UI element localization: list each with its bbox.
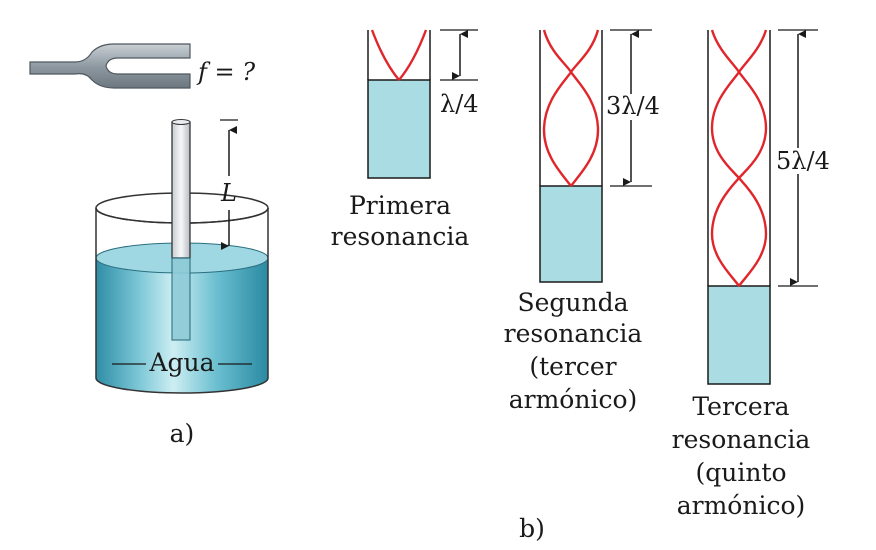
caption-line: (tercer <box>529 352 616 381</box>
tube-second-resonance: 3λ/4 Segunda resonancia (tercer armónico… <box>504 29 666 414</box>
water-label: Agua <box>148 348 214 377</box>
water-column <box>367 79 431 179</box>
caption-line: resonancia <box>331 222 470 251</box>
caption-line: resonancia <box>672 425 811 454</box>
panel-a-caption: a) <box>170 419 195 448</box>
standing-wave <box>710 29 768 287</box>
caption-line: (quinto <box>695 458 786 487</box>
dimension-label: 5λ/4 <box>776 147 830 175</box>
length-label: L <box>220 179 237 207</box>
standing-wave <box>542 29 600 187</box>
caption-line: Tercera <box>692 392 789 421</box>
panel-b-caption: b) <box>519 514 545 543</box>
caption-line: Primera <box>349 191 451 220</box>
caption-line: armónico) <box>677 491 806 520</box>
dimension-label: λ/4 <box>440 90 479 118</box>
panel-b: λ/4 Primera resonancia 3λ/4 Segunda reso… <box>331 29 838 543</box>
caption-line: resonancia <box>504 319 643 348</box>
panel-a: f = ? L Agua a) <box>29 43 269 448</box>
water-column <box>707 285 771 385</box>
standing-wave <box>370 29 400 81</box>
caption-line: Segunda <box>517 288 628 317</box>
frequency-label: f = ? <box>196 58 255 86</box>
tube-third-resonance: 5λ/4 Tercera resonancia (quinto armónico… <box>672 29 838 520</box>
caption-line: armónico) <box>509 385 638 414</box>
resonance-tube <box>171 121 191 259</box>
tuning-fork-icon <box>29 43 191 89</box>
tube-first-resonance: λ/4 Primera resonancia <box>331 29 479 251</box>
water-column <box>539 185 603 283</box>
dimension-label: 3λ/4 <box>606 92 660 120</box>
